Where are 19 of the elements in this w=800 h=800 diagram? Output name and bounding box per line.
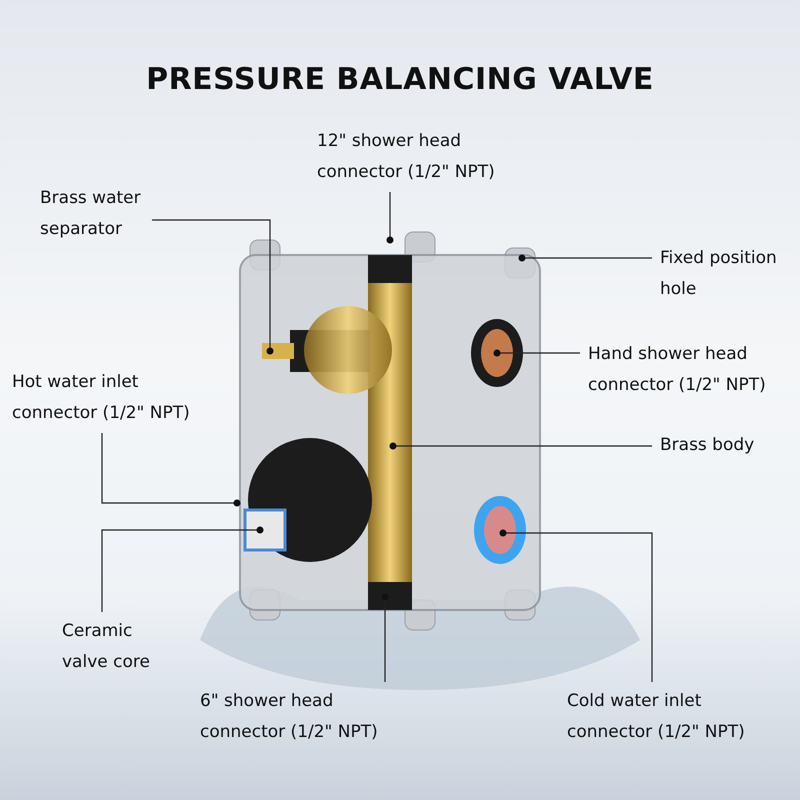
part-label: Cold water inlet connector (1/2" NPT) — [567, 686, 772, 748]
part-label: Fixed position hole — [660, 243, 800, 305]
part-label: Ceramic valve core — [62, 616, 182, 678]
part-label: Brass body — [660, 430, 790, 461]
leader-line — [386, 192, 394, 244]
leader-line — [390, 442, 652, 450]
part-label: Hand shower head connector (1/2" NPT) — [588, 339, 798, 401]
leader-line — [101, 433, 240, 506]
leader-line — [382, 594, 388, 682]
part-label: Hot water inlet connector (1/2" NPT) — [12, 367, 217, 429]
title: PRESSURE BALANCING VALVE — [145, 62, 655, 97]
leader-line — [500, 530, 653, 682]
part-label: Brass water separator — [40, 183, 200, 245]
leader-line — [152, 219, 274, 354]
leader-line — [101, 526, 264, 612]
leader-line — [518, 254, 652, 262]
leader-line — [494, 350, 580, 356]
part-label: 6" shower head connector (1/2" NPT) — [200, 686, 400, 748]
part-label: 12" shower head connector (1/2" NPT) — [317, 126, 517, 188]
